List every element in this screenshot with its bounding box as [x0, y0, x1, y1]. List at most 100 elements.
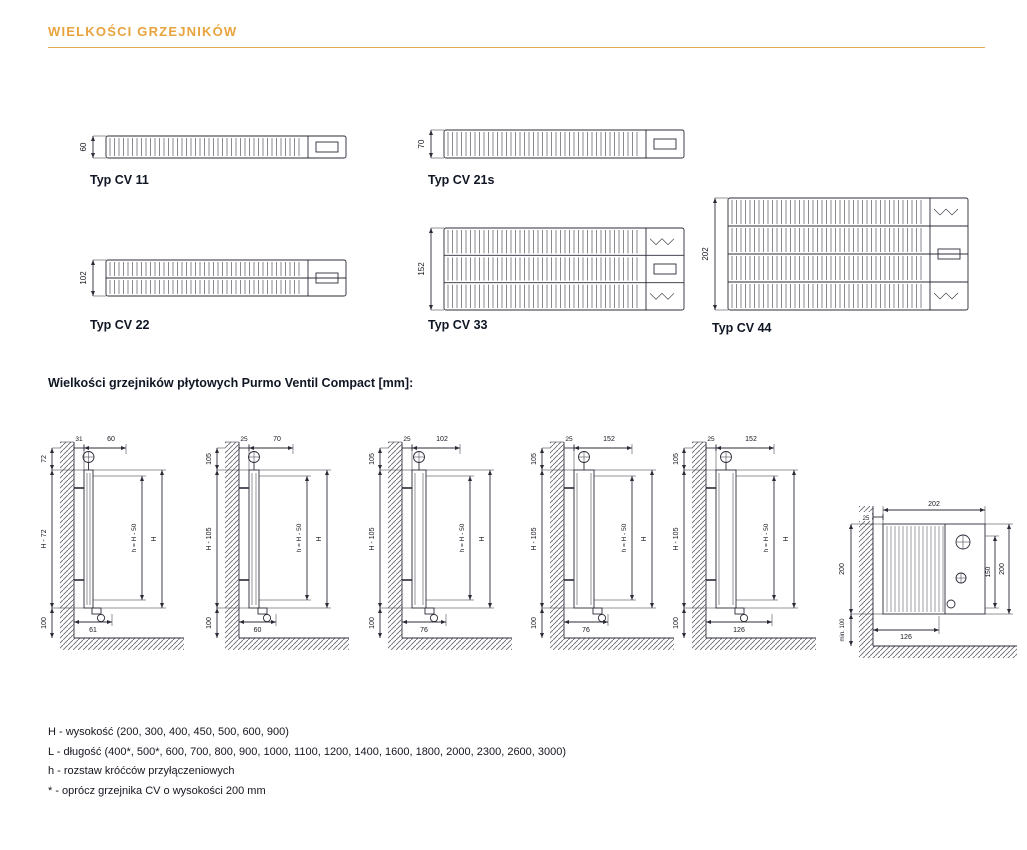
dimension-label: 202 — [702, 247, 710, 261]
dimension-label: h = H - 50 — [621, 523, 628, 552]
type-label-cv33: Typ CV 33 — [428, 318, 488, 332]
cross-section-typ-cv-33: 152 — [417, 220, 698, 325]
radiator-body — [248, 451, 272, 623]
type-label-cv22: Typ CV 22 — [90, 318, 150, 332]
legend-line: h - rozstaw króćców przyłączeniowych — [48, 765, 235, 777]
dimension-label: 70 — [418, 139, 426, 148]
radiator-side-view: 31 60 72 H - 72 100 h = H - 50 H 61 — [41, 436, 184, 650]
dimension-label: H — [641, 536, 648, 541]
radiator-top-view — [727, 197, 969, 311]
dimension-label: H - 105 — [673, 527, 680, 550]
dimension-label: 76 — [582, 627, 590, 634]
cross-section-typ-cv-22: 102 — [79, 252, 360, 311]
radiator-top-view — [105, 259, 347, 297]
connection-valve-icon — [429, 613, 439, 623]
header-divider — [48, 47, 985, 48]
dimension-label: 100 — [206, 617, 213, 629]
dimension-label: 100 — [673, 617, 680, 629]
radiator-top-view — [443, 227, 685, 311]
side-view-cv11: 31 60 72 H - 72 100 h = H - 50 H 61 — [38, 430, 190, 683]
radiator-cross-section: 60 — [79, 135, 347, 159]
dimension-label: 200 — [999, 563, 1006, 575]
wall-hatch — [692, 441, 816, 650]
section-title: Wielkości grzejników płytowych Purmo Ven… — [48, 376, 414, 390]
radiator-body — [882, 523, 986, 615]
radiator-side-view: 25 152 105 H - 105 100 h = H - 50 H 76 — [531, 436, 674, 650]
dimension-label: h = H - 50 — [763, 523, 770, 552]
dimension-label: 105 — [369, 453, 376, 465]
dimension-label: 105 — [206, 453, 213, 465]
connection-valve-icon — [597, 613, 607, 623]
dimension-label: 152 — [418, 262, 426, 276]
dimension-label: 100 — [531, 617, 538, 629]
dimension-label: H — [479, 536, 486, 541]
dimension-label: 60 — [107, 436, 115, 443]
type-label-cv44: Typ CV 44 — [712, 321, 772, 335]
legend-line: L - długość (400*, 500*, 600, 700, 800, … — [48, 745, 567, 758]
radiator-body — [411, 451, 439, 623]
type-label-cv21s: Typ CV 21s — [428, 173, 495, 187]
wall-hatch — [225, 441, 349, 650]
dimension-label: 25 — [863, 516, 870, 522]
wall-hatch — [388, 441, 512, 650]
dimension-label: 152 — [603, 436, 615, 443]
dimension-label: 126 — [900, 634, 912, 641]
legend: H - wysokość (200, 300, 400, 450, 500, 6… — [48, 726, 566, 804]
dimension-label: 72 — [41, 455, 48, 463]
radiator-cross-section: 102 — [79, 259, 347, 297]
dimension-label: H - 105 — [531, 527, 538, 550]
radiator-body — [573, 451, 607, 623]
dimension-label: H - 105 — [206, 527, 213, 550]
dimension-label: H — [151, 536, 158, 541]
dimension-label: 25 — [403, 436, 411, 443]
dimension-label: 150 — [985, 566, 992, 577]
dimension-label: 60 — [80, 142, 88, 151]
connection-valve-icon — [739, 613, 749, 623]
wall-hatch — [550, 441, 674, 650]
cross-section-typ-cv-44: 202 — [701, 190, 982, 325]
radiator-body — [715, 451, 749, 623]
dimension-label: h = H - 50 — [459, 523, 466, 552]
radiator-top-view — [443, 129, 685, 159]
dimension-label: 126 — [733, 627, 745, 634]
dimension-label: 100 — [41, 617, 48, 629]
dimension-label: h = H - 50 — [296, 523, 303, 552]
dimension-label: 76 — [420, 627, 428, 634]
dimension-label: 102 — [436, 436, 448, 443]
dimension-label: 105 — [531, 453, 538, 465]
dimension-label: 61 — [89, 627, 97, 634]
radiator-body — [82, 451, 106, 623]
dimension-label: H — [316, 536, 323, 541]
radiator-cross-section: 202 — [701, 197, 969, 311]
radiator-top-view — [105, 135, 347, 159]
dimension-label: h = H - 50 — [131, 523, 138, 552]
wall-hatch — [859, 506, 1017, 658]
dimension-label: H - 72 — [41, 529, 48, 548]
cross-section-typ-cv-11: 60 — [79, 128, 360, 173]
dimension-label: 31 — [75, 436, 83, 443]
dimension-label: H - 105 — [369, 527, 376, 550]
dimension-label: 152 — [745, 436, 757, 443]
dimension-label: 60 — [254, 627, 262, 634]
connection-valve-icon — [96, 613, 106, 623]
type-label-cv11: Typ CV 11 — [90, 173, 149, 187]
dimension-label: 200 — [839, 563, 846, 575]
dimension-label: 70 — [273, 436, 281, 443]
side-view-cv33: 25 152 105 H - 105 100 h = H - 50 H 76 — [528, 430, 680, 683]
dimension-label: 25 — [565, 436, 573, 443]
radiator-cross-section: 152 — [417, 227, 685, 311]
dimension-label: 102 — [80, 271, 88, 285]
legend-line: * - oprócz grzejnika CV o wysokości 200 … — [48, 784, 266, 797]
legend-line: H - wysokość (200, 300, 400, 450, 500, 6… — [48, 726, 289, 738]
dimension-label: min. 100 — [840, 618, 846, 642]
connection-valve-icon — [946, 599, 956, 609]
page-title: WIELKOŚCI GRZEJNIKÓW — [48, 24, 238, 39]
